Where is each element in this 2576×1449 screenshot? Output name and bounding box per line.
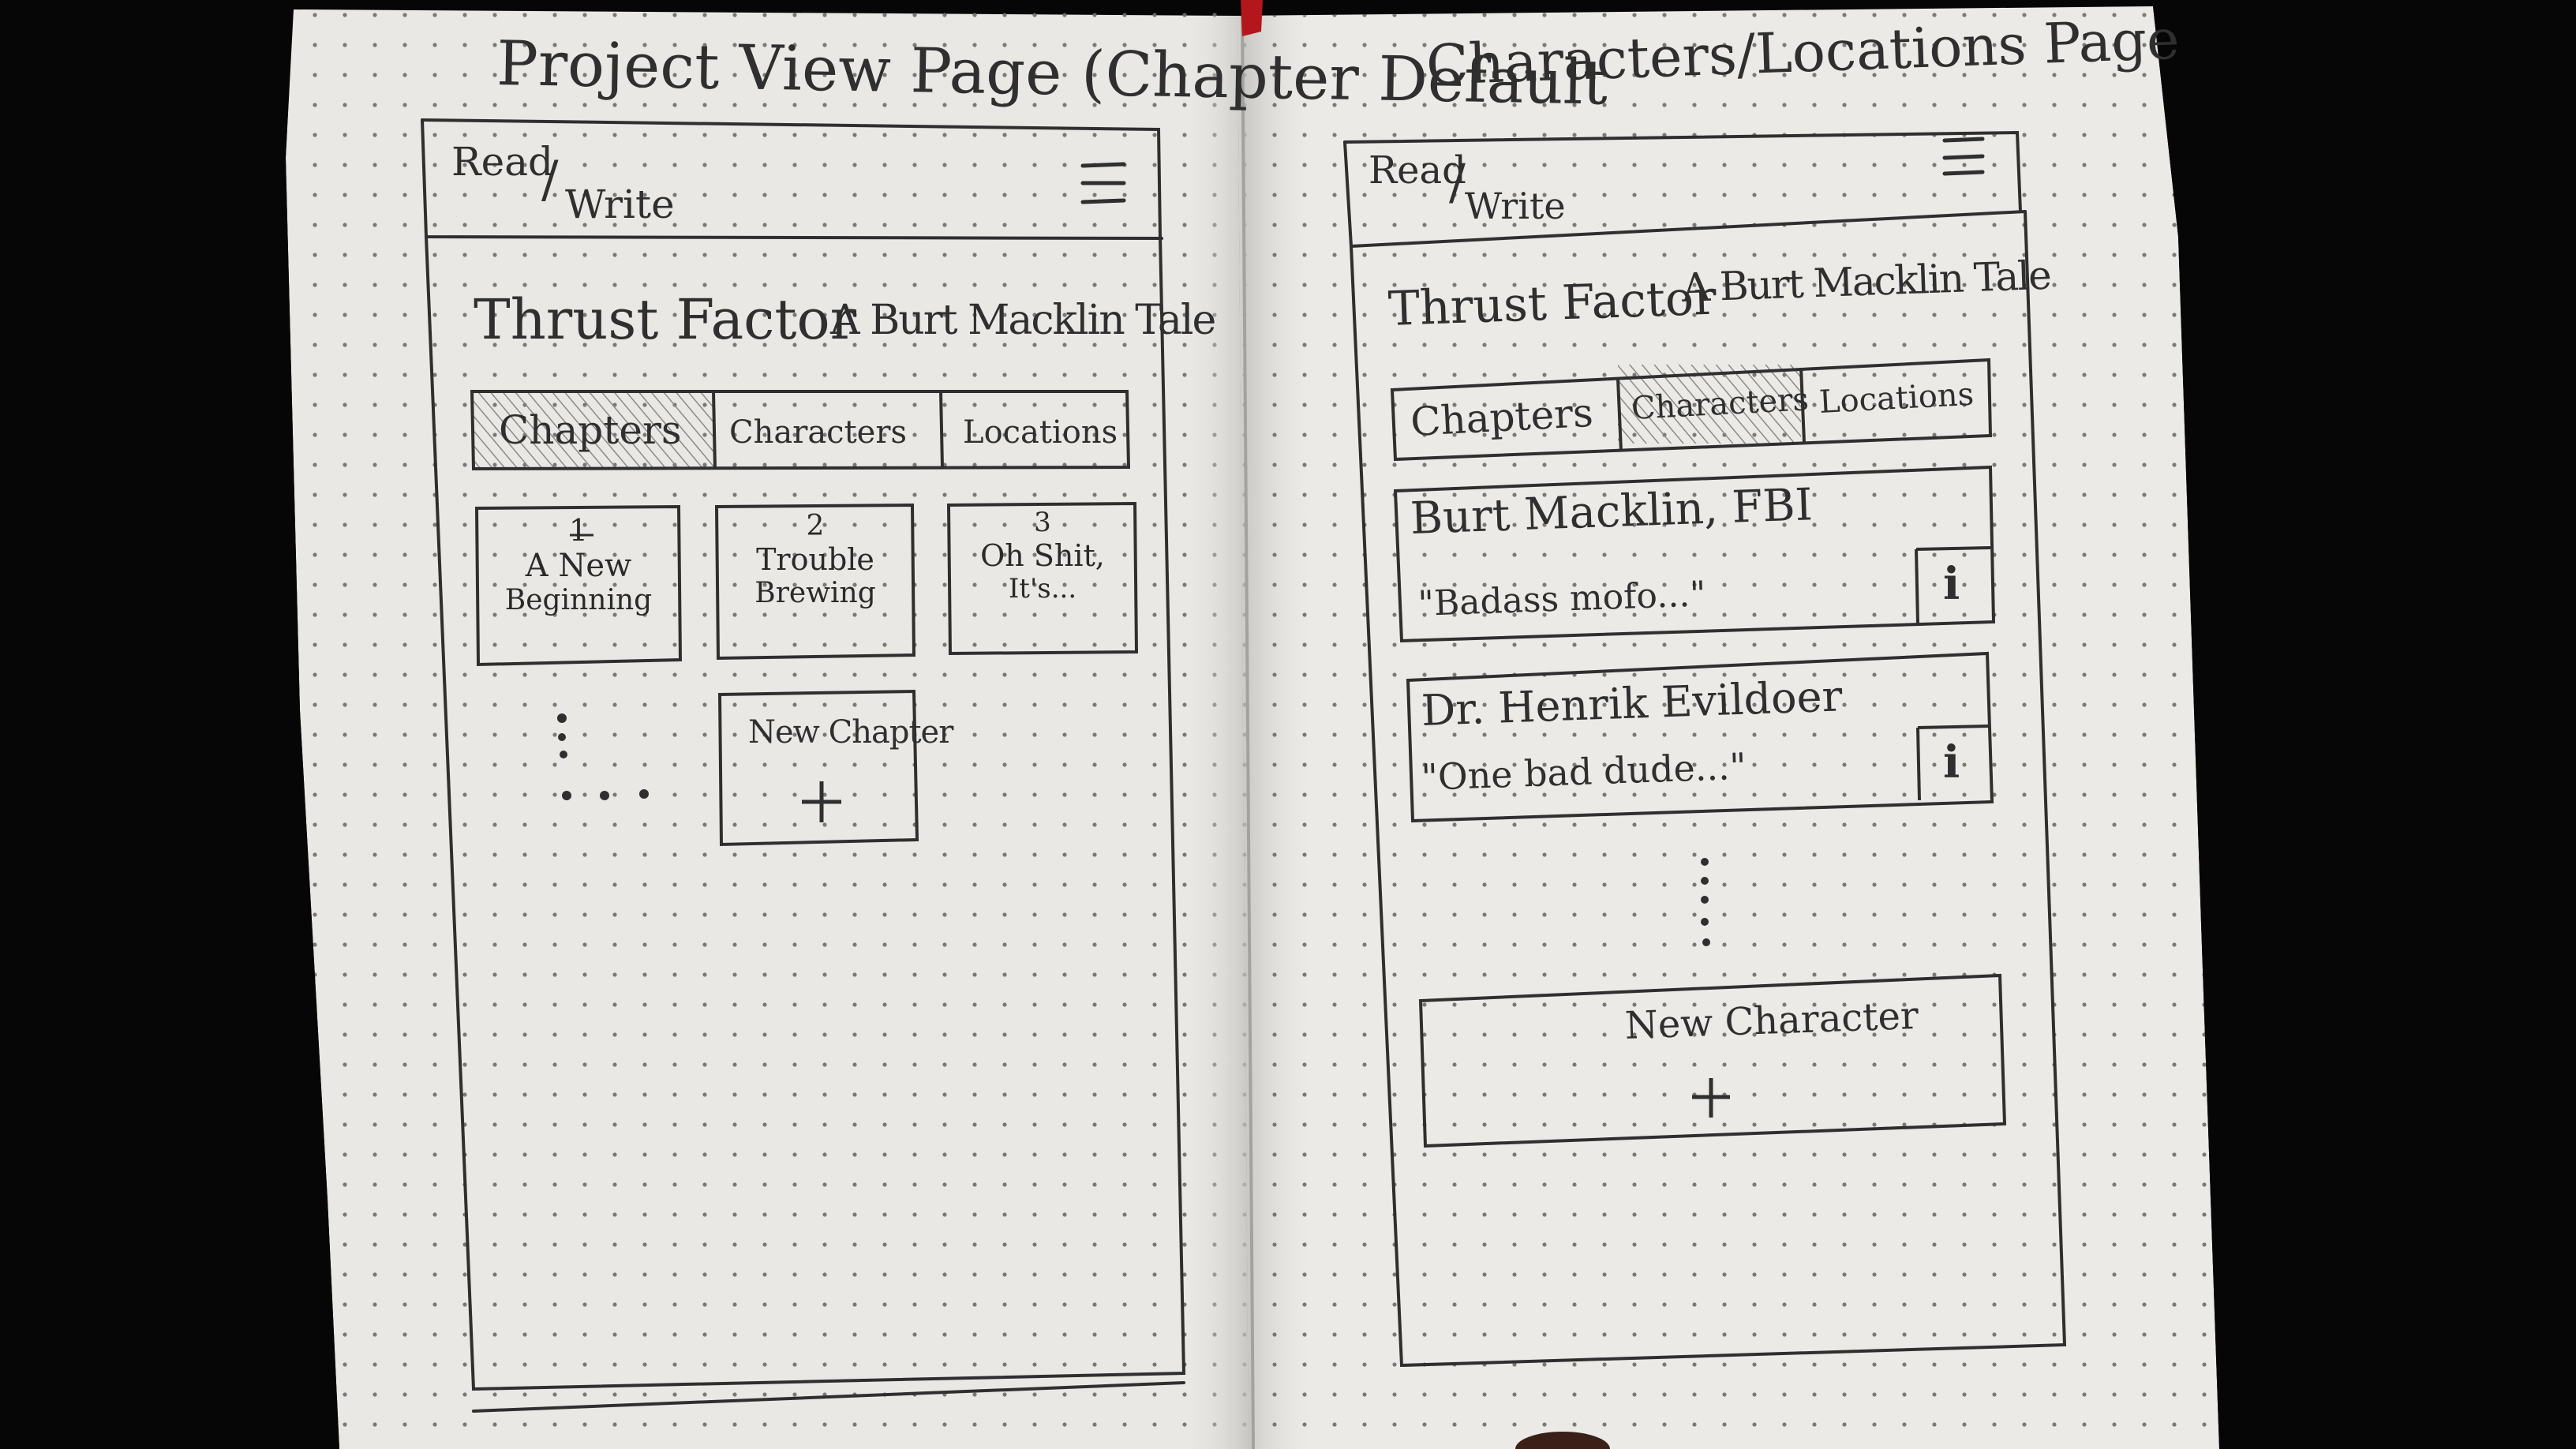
right-more-ellipsis — [1701, 858, 1710, 946]
left-logo-write: Write — [565, 182, 675, 227]
chapter-card-2[interactable]: 2 Trouble Brewing — [718, 507, 912, 657]
right-project-subtitle: A Burt Macklin Tale — [1680, 252, 2051, 311]
chapter-title-line1: Oh Shit, — [980, 538, 1105, 573]
left-phone-frame — [421, 118, 1186, 1413]
right-logo-write: Write — [1465, 185, 1566, 227]
left-plus-icon — [802, 781, 841, 822]
new-chapter-card-frame — [717, 689, 919, 847]
right-character-cards — [1393, 465, 2007, 1148]
left-logo-read: Read — [451, 139, 554, 185]
character-quote: "One bad dude..." — [1420, 744, 1747, 799]
chapter-card-1[interactable]: 1 A New Beginning — [478, 508, 679, 661]
left-hamburger-menu-icon[interactable] — [1080, 162, 1126, 204]
right-tab-bar — [1390, 358, 1993, 462]
left-tab-chapters[interactable]: Chapters — [499, 407, 682, 453]
right-tab-chapters[interactable]: Chapters — [1409, 389, 1595, 445]
new-chapter-button[interactable]: New Chapter — [721, 695, 953, 841]
character-quote: "Badass mofo..." — [1417, 574, 1707, 624]
chapter-number: 1 — [568, 513, 589, 548]
right-logo-read: Read — [1368, 148, 1466, 193]
new-character-label: New Character — [1623, 994, 1919, 1048]
new-character-button[interactable]: New Character — [1421, 979, 2005, 1146]
right-plus-icon — [1692, 1078, 1730, 1118]
right-tab-characters[interactable]: Characters — [1630, 381, 1810, 427]
right-phone-frame — [1343, 130, 2067, 1368]
chapter-title-line2: It's... — [1008, 573, 1077, 605]
right-project-title: Thrust Factor — [1387, 270, 1717, 337]
left-logo-slash: / — [541, 151, 559, 209]
finger — [1515, 1432, 1610, 1449]
left-project-subtitle: A Burt Macklin Tale — [830, 297, 1216, 344]
left-tab-bar — [470, 390, 1131, 471]
chapter-title-line1: A New — [525, 548, 632, 584]
chapter-card-3[interactable]: 3 Oh Shit, It's... — [950, 505, 1135, 652]
left-more-ellipsis — [557, 713, 649, 800]
chapter-title-line2: Beginning — [504, 584, 653, 616]
info-icon[interactable]: i — [1943, 558, 1960, 610]
right-tab-locations[interactable]: Locations — [1818, 376, 1975, 421]
chapter-title-line2: Brewing — [754, 577, 876, 609]
chapter-number: 2 — [806, 510, 825, 542]
left-project-title: Thrust Factor — [474, 287, 857, 352]
new-character-card-frame — [1418, 973, 2007, 1148]
left-tab-locations[interactable]: Locations — [963, 414, 1118, 451]
chapter-number: 3 — [1034, 507, 1051, 538]
info-icon[interactable]: i — [1943, 736, 1960, 788]
chapter-title-line1: Trouble — [756, 542, 874, 577]
left-tab-characters[interactable]: Characters — [729, 414, 907, 451]
new-chapter-label: New Chapter — [748, 714, 953, 751]
right-hamburger-menu-icon[interactable] — [1942, 137, 1985, 176]
left-tab-chapters-selected-fill — [472, 391, 713, 467]
left-chapter-cards — [474, 501, 1139, 847]
right-logo-slash: / — [1449, 153, 1466, 211]
